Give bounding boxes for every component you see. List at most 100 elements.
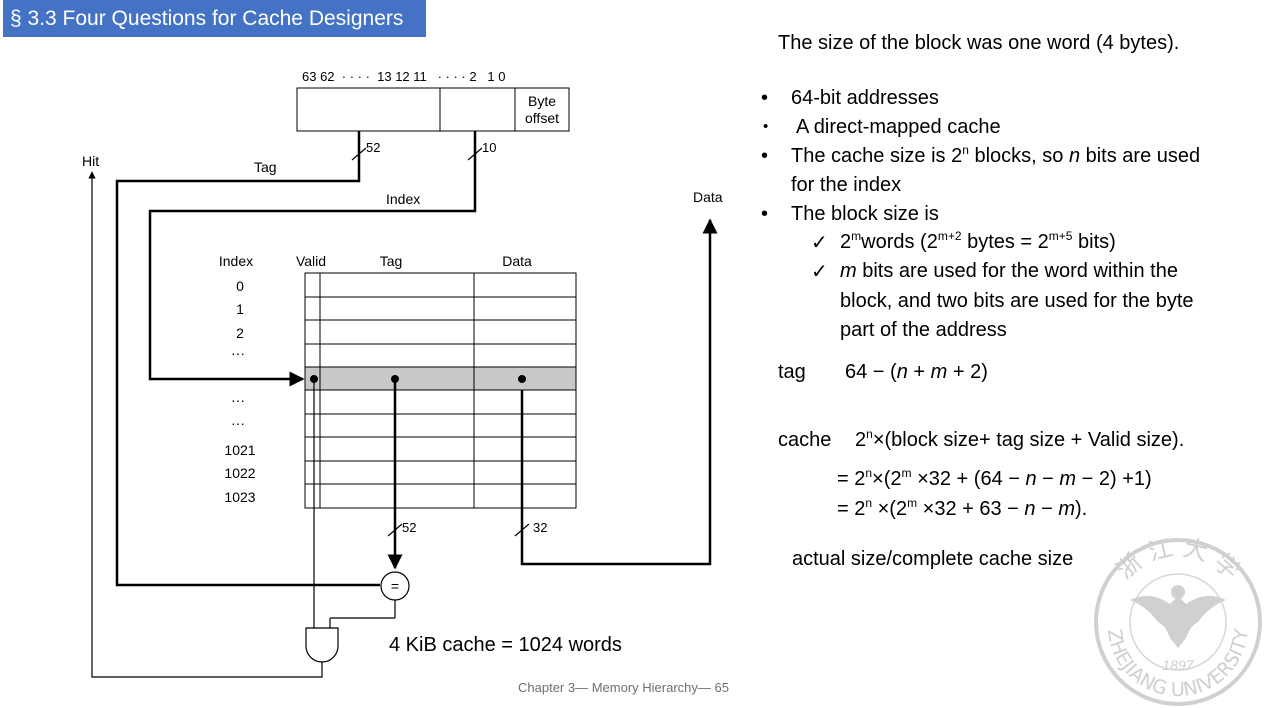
text: The cache size is 2 xyxy=(791,145,963,167)
text: = 2 xyxy=(837,468,866,490)
byte-offset-label-line2: offset xyxy=(525,110,559,126)
seal-year: 1897 xyxy=(1162,657,1194,673)
table-row-lines xyxy=(305,296,576,485)
tag-bit-width: 52 xyxy=(366,140,380,155)
text: bits) xyxy=(1072,231,1116,253)
seal-chinese-text: 浙 江 大 学 xyxy=(1111,534,1245,585)
comparator-symbol: = xyxy=(391,578,399,594)
sup: m+5 xyxy=(1048,229,1073,243)
text: − xyxy=(1035,498,1059,520)
slide-footer: Chapter 3— Memory Hierarchy— 65 xyxy=(518,680,729,695)
var-n: n xyxy=(1024,498,1036,520)
cache-equation-1: = 2n×(2m ×32 + (64 − n − m − 2) +1) xyxy=(837,466,1152,491)
bullet-direct-mapped: A direct-mapped cache xyxy=(796,116,1001,138)
bullet-dot: • xyxy=(761,203,769,225)
text: 64 − ( xyxy=(845,361,897,383)
text: 2 xyxy=(855,429,867,451)
bullet-cache-size-cont: for the index xyxy=(791,174,902,196)
sup: n xyxy=(866,427,873,441)
row-index: 1021 xyxy=(224,442,255,458)
bullet-block-size: The block size is xyxy=(791,203,939,225)
row-index: ··· xyxy=(231,415,245,431)
header-valid: Valid xyxy=(296,253,326,269)
sub-m-bits-line2: block, and two bits are used for the byt… xyxy=(840,290,1194,312)
hit-wire xyxy=(88,171,323,678)
selected-row-highlight xyxy=(305,367,576,390)
index-bit-width: 10 xyxy=(482,140,496,155)
row-index: ··· xyxy=(231,392,245,408)
sup: m xyxy=(907,496,918,510)
var-n: n xyxy=(1025,468,1037,490)
sup: n xyxy=(962,143,969,157)
data-wire xyxy=(520,218,718,566)
text: ×(2 xyxy=(872,468,902,490)
sub-words: 2mwords (2m+2 bytes = 2m+5 bits) xyxy=(840,229,1116,254)
text: bits are used xyxy=(1080,145,1201,167)
sup: m+2 xyxy=(937,229,962,243)
sup: m xyxy=(851,229,862,243)
sup: m xyxy=(901,466,912,480)
svg-text:浙 江 大 学: 浙 江 大 学 xyxy=(1111,534,1245,585)
header-tag: Tag xyxy=(380,253,403,269)
check-icon: ✓ xyxy=(811,261,828,283)
tag-formula: 64 − (n + m + 2) xyxy=(845,361,988,384)
row-index: 2 xyxy=(236,325,244,341)
var-m: m xyxy=(1059,468,1077,490)
bullet-dot: • xyxy=(761,145,769,167)
sub-m-bits: m bits are used for the word within the xyxy=(840,260,1178,283)
var-m: m xyxy=(840,260,857,282)
tag-wire xyxy=(115,131,380,587)
var-m: m xyxy=(1058,498,1075,520)
row-index: 1022 xyxy=(224,465,255,481)
text: ×32 + 63 − xyxy=(917,498,1025,520)
index-label: Index xyxy=(386,191,420,207)
cache-formula: 2n×(block size+ tag size + Valid size). xyxy=(855,427,1185,452)
sup: n xyxy=(865,466,873,480)
bullet-cache-size: The cache size is 2n blocks, so n bits a… xyxy=(791,143,1201,168)
text: 2 xyxy=(840,231,852,253)
university-seal-logo: 浙 江 大 学 ZHEJIANG UNIVERSITY 1897 xyxy=(1094,534,1262,706)
address-register xyxy=(296,87,570,132)
var-n: n xyxy=(1068,145,1081,167)
row-index: 1 xyxy=(236,301,244,317)
text: = 2 xyxy=(837,498,866,520)
cache-word: cache xyxy=(778,429,832,451)
cache-equation-2: = 2n ×(2m ×32 + 63 − n − m). xyxy=(837,496,1088,521)
slide-title: § 3.3 Four Questions for Cache Designers xyxy=(3,0,426,37)
bullet-dot: • xyxy=(761,87,769,109)
text: ). xyxy=(1075,498,1088,520)
actual-size-label: actual size/complete cache size xyxy=(792,548,1074,570)
row-index: 0 xyxy=(236,278,244,294)
var-n: n xyxy=(896,361,908,383)
header-index: Index xyxy=(219,253,253,269)
cache-size-caption: 4 KiB cache = 1024 words xyxy=(389,634,622,656)
index-wire xyxy=(148,131,477,387)
text: + xyxy=(907,361,931,383)
text: ×32 + (64 − xyxy=(911,468,1026,490)
text: ×(2 xyxy=(872,498,908,520)
text: − 2) +1) xyxy=(1076,468,1152,490)
text: blocks, so xyxy=(968,145,1069,167)
compare-tag-bit-width: 52 xyxy=(402,520,416,535)
header-data: Data xyxy=(502,253,532,269)
row-index: 1023 xyxy=(224,489,255,505)
var-m: m xyxy=(930,361,948,383)
text: bytes = 2 xyxy=(961,231,1049,253)
text: − xyxy=(1036,468,1060,490)
eagle-emblem xyxy=(1130,585,1226,648)
data-bit-width: 32 xyxy=(533,520,547,535)
check-icon: ✓ xyxy=(811,232,828,254)
sub-m-bits-line3: part of the address xyxy=(840,319,1007,341)
byte-offset-label-line1: Byte xyxy=(528,93,556,109)
text: ×(block size+ tag size + Valid size). xyxy=(872,429,1185,451)
text: words (2 xyxy=(861,231,938,253)
data-output-label: Data xyxy=(693,189,723,205)
tag-word: tag xyxy=(778,361,806,383)
bullet-64bit: 64-bit addresses xyxy=(791,87,939,109)
tag-label: Tag xyxy=(254,159,277,175)
sup: n xyxy=(865,496,873,510)
and-gate xyxy=(305,627,339,663)
row-index: ··· xyxy=(231,345,245,361)
bullet-dot: • xyxy=(763,118,769,135)
bit-position-labels: 63 62 · · · · 13 12 11 · · · · 2 1 0 xyxy=(302,69,506,84)
